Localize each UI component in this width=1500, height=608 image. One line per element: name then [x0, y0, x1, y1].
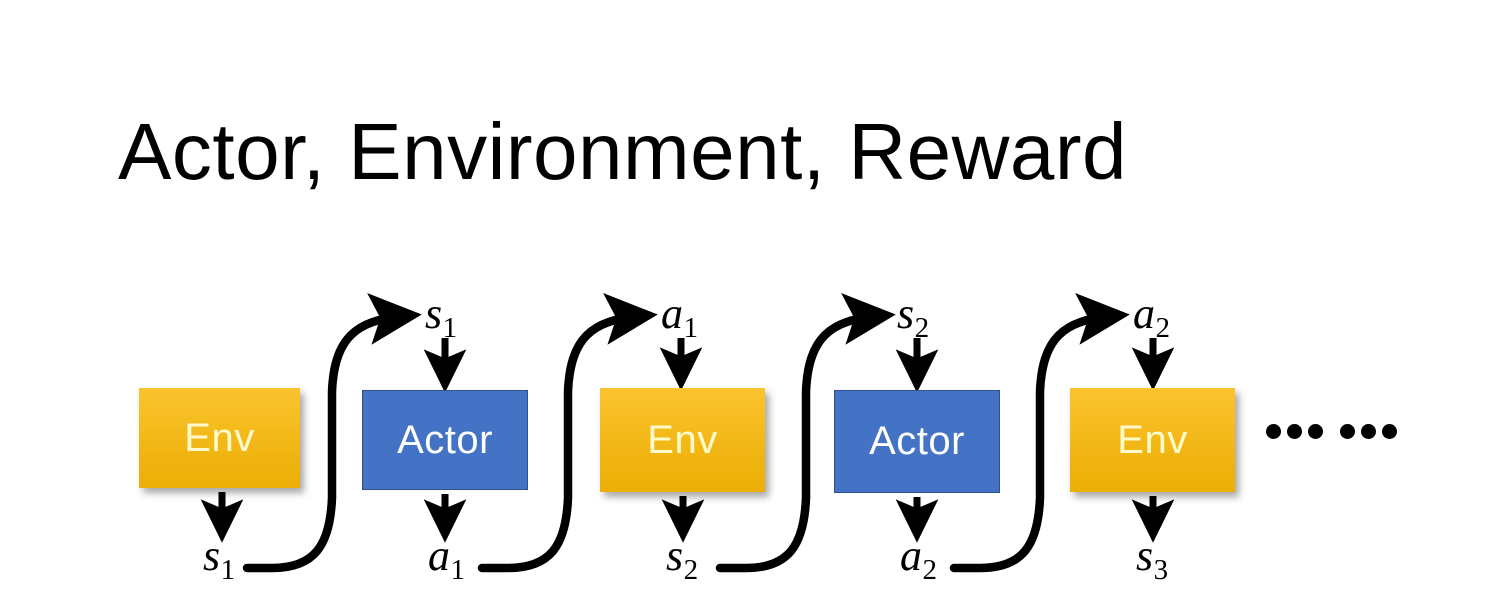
label-top-a1: a1	[661, 292, 698, 343]
symbol-base: s	[897, 289, 915, 338]
symbol-base: s	[203, 531, 221, 580]
block-actor-2[interactable]: Actor	[834, 390, 1000, 493]
block-actor-1[interactable]: Actor	[362, 390, 528, 490]
label-bottom-a2: a2	[900, 534, 937, 585]
block-env-3[interactable]: Env	[1070, 388, 1235, 492]
symbol-subscript: 3	[1153, 554, 1169, 587]
label-bottom-s2: s2	[666, 534, 698, 585]
symbol-base: a	[900, 531, 922, 580]
symbol-base: s	[1136, 531, 1154, 580]
symbol-base: a	[428, 531, 450, 580]
label-bottom-s1: s1	[203, 534, 235, 585]
block-label: Env	[647, 417, 718, 462]
label-bottom-s3: s3	[1136, 534, 1168, 585]
symbol-subscript: 1	[442, 312, 458, 345]
down-arrow-into-block	[423, 338, 1175, 393]
symbol-subscript: 2	[1155, 312, 1171, 345]
symbol-subscript: 1	[683, 312, 699, 345]
ellipsis-dot	[1266, 424, 1281, 439]
symbol-base: s	[425, 289, 443, 338]
symbol-subscript: 1	[450, 554, 466, 587]
block-label: Env	[184, 415, 255, 460]
page-title: Actor, Environment, Reward	[118, 107, 1127, 196]
block-env-1[interactable]: Env	[139, 388, 300, 488]
ellipsis-dot	[1382, 424, 1397, 439]
continuation-ellipsis	[1266, 424, 1397, 439]
block-env-2[interactable]: Env	[600, 388, 765, 492]
label-top-s1: s1	[425, 292, 457, 343]
symbol-subscript: 2	[683, 554, 699, 587]
block-label: Env	[1117, 417, 1188, 462]
symbol-base: s	[666, 531, 684, 580]
down-arrow-out-of-block	[200, 492, 1175, 543]
block-label: Actor	[869, 419, 965, 463]
symbol-base: a	[1133, 289, 1155, 338]
symbol-subscript: 1	[220, 554, 236, 587]
symbol-subscript: 2	[914, 312, 930, 345]
label-bottom-a1: a1	[428, 534, 465, 585]
block-label: Actor	[397, 417, 493, 462]
symbol-base: a	[661, 289, 683, 338]
ellipsis-dot	[1340, 424, 1355, 439]
symbol-subscript: 2	[922, 554, 938, 587]
label-top-a2: a2	[1133, 292, 1170, 343]
ellipsis-gap	[1329, 431, 1334, 432]
ellipsis-dot	[1287, 424, 1302, 439]
ellipsis-dot	[1308, 424, 1323, 439]
label-top-s2: s2	[897, 292, 929, 343]
ellipsis-dot	[1361, 424, 1376, 439]
